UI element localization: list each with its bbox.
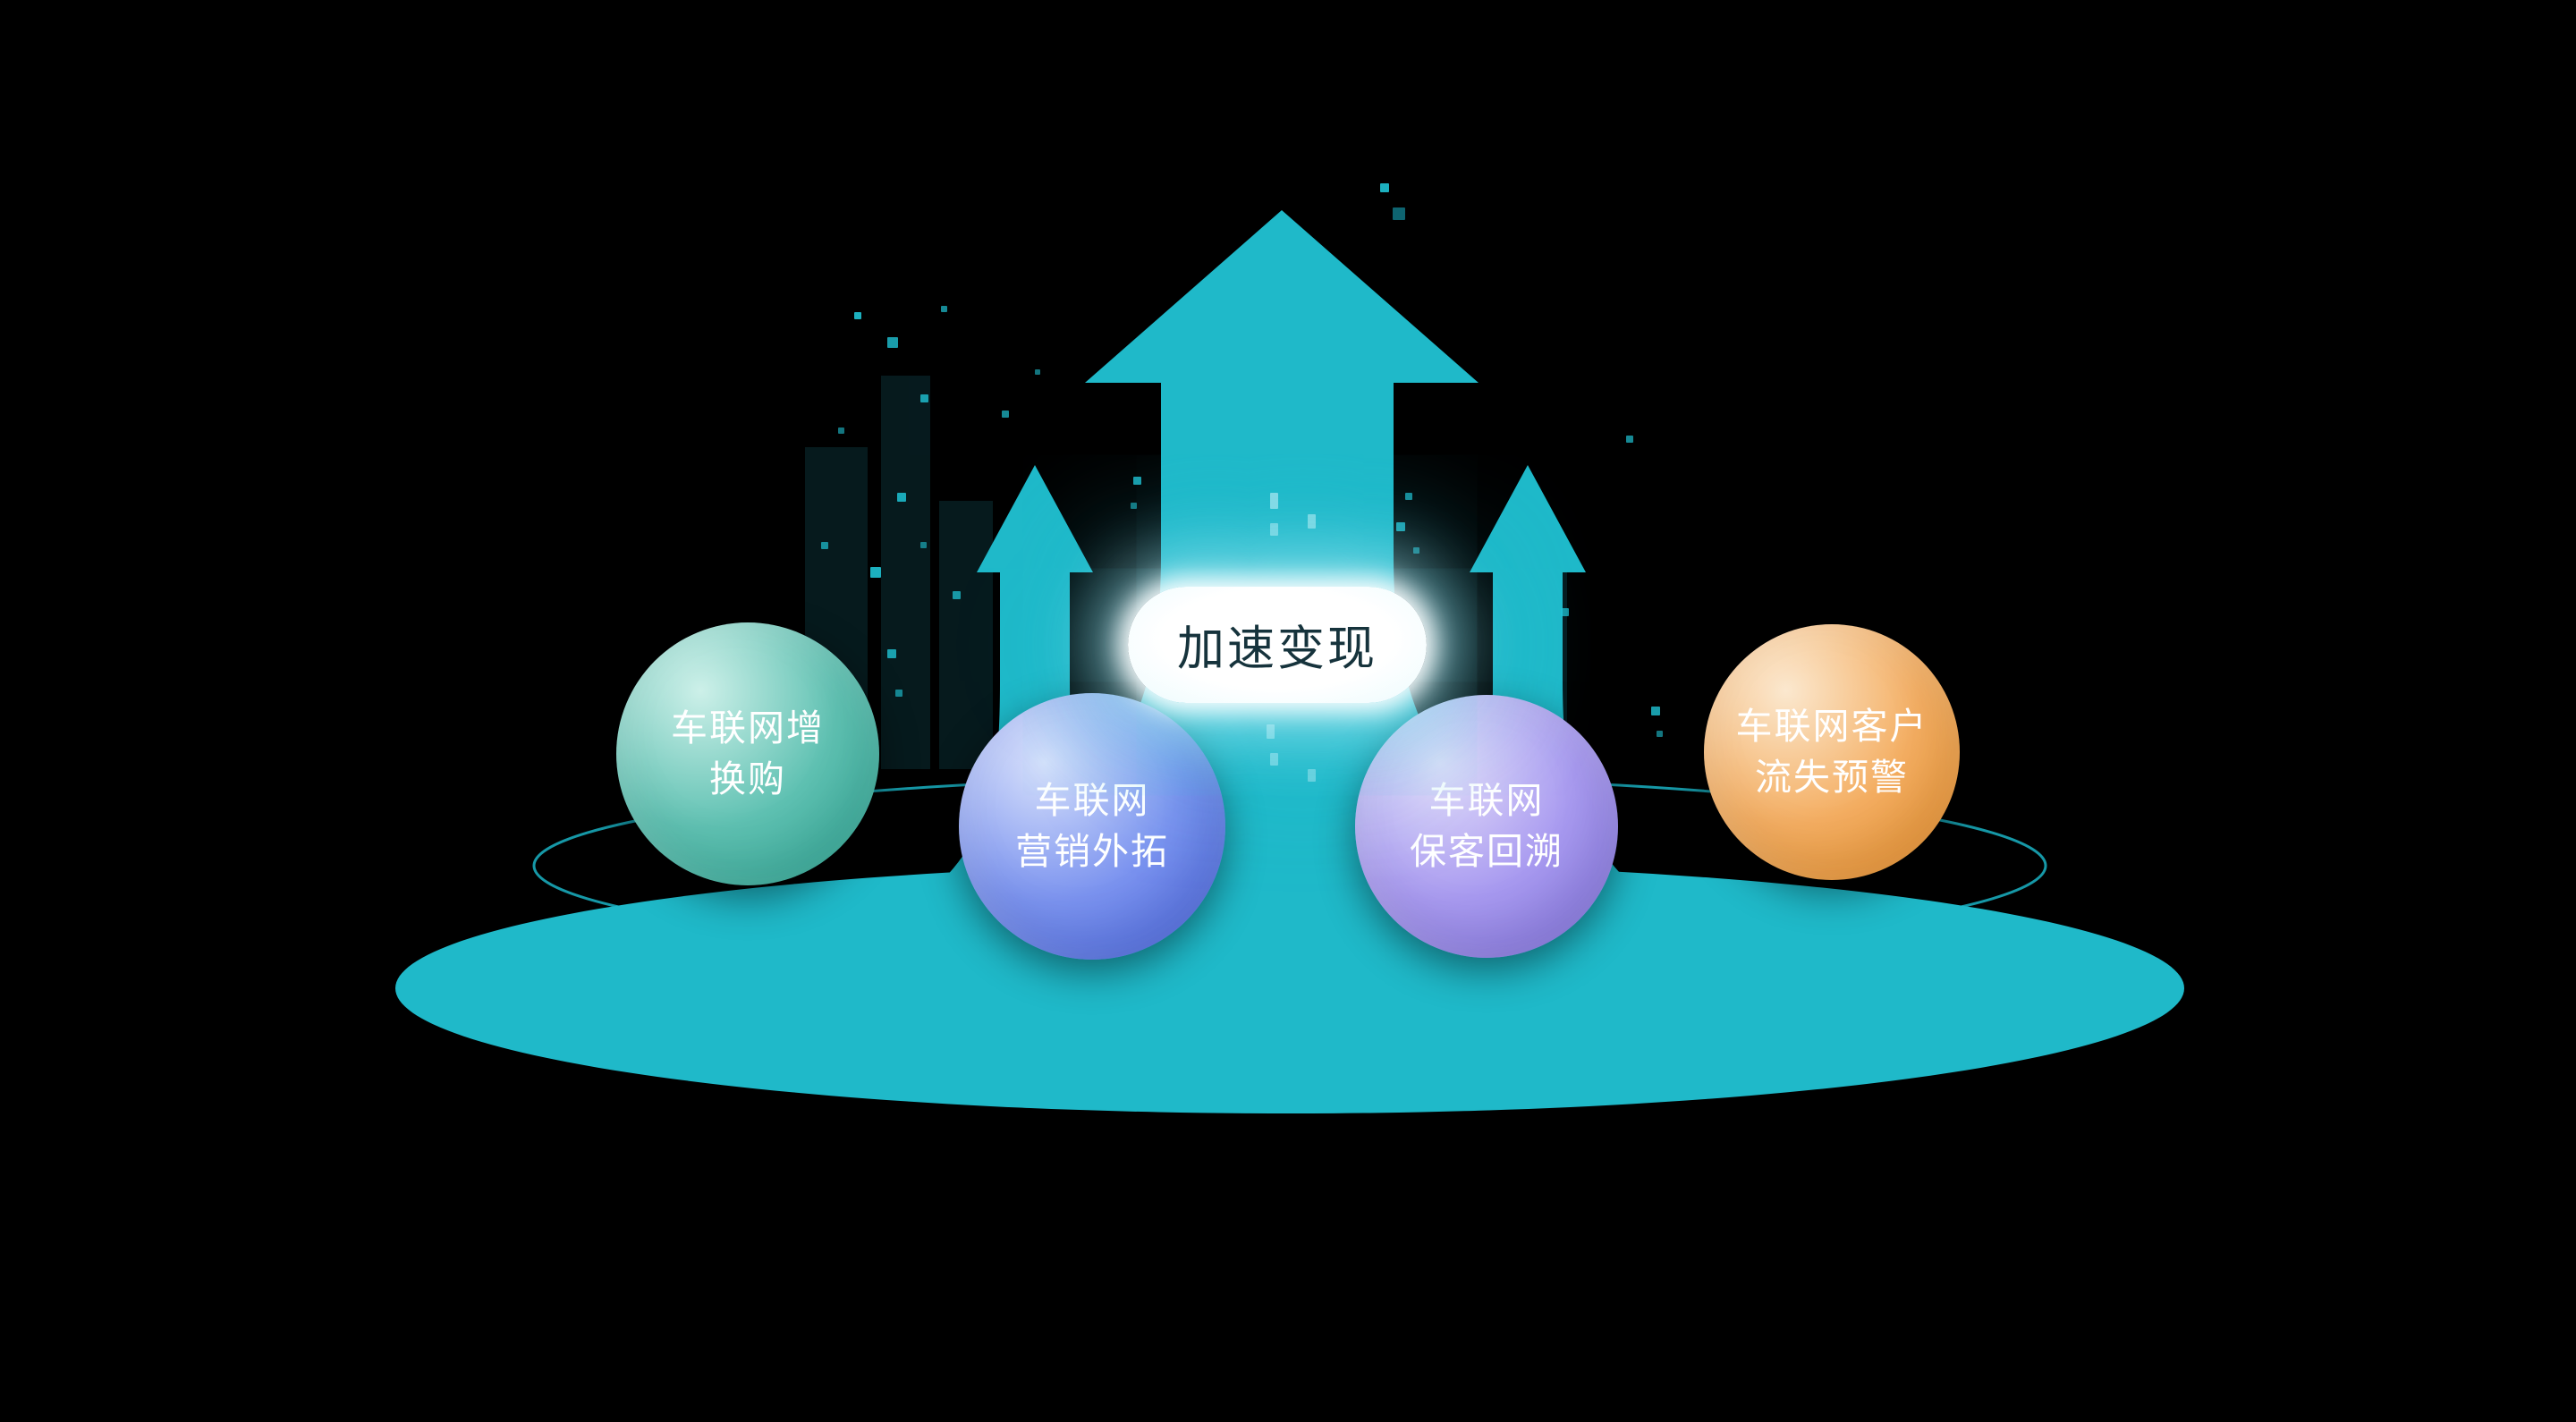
sphere-label-line: 车联网客户 [1735,705,1928,749]
sphere-iov-marketing-expansion: 车联网 营销外拓 [959,693,1225,960]
sphere-iov-customer-churn-warning: 车联网客户 流失预警 [1704,624,1960,880]
sphere-label-line: 换购 [709,758,786,800]
center-label-text: 加速变现 [1177,622,1377,676]
center-label-pill: 加速变现 [1128,587,1427,703]
sphere-label-line: 保客回溯 [1410,830,1563,873]
building-rect [939,501,993,769]
sphere-label-line: 车联网 [1034,779,1150,823]
sphere-iov-trade-in-repurchase: 车联网增 换购 [616,622,879,885]
platform-base [395,863,2184,1113]
building-rect [881,376,930,769]
sphere-label-line: 营销外拓 [1015,830,1169,873]
sphere-label-line: 车联网 [1428,779,1545,823]
sphere-iov-loyal-customer-review: 车联网 保客回溯 [1355,695,1618,958]
sphere-label-line: 车联网增 [671,707,825,750]
sphere-label-line: 流失预警 [1755,756,1909,799]
left-arrow [923,465,1154,899]
center-arrow [986,210,1569,872]
right-arrow [1416,465,1647,899]
